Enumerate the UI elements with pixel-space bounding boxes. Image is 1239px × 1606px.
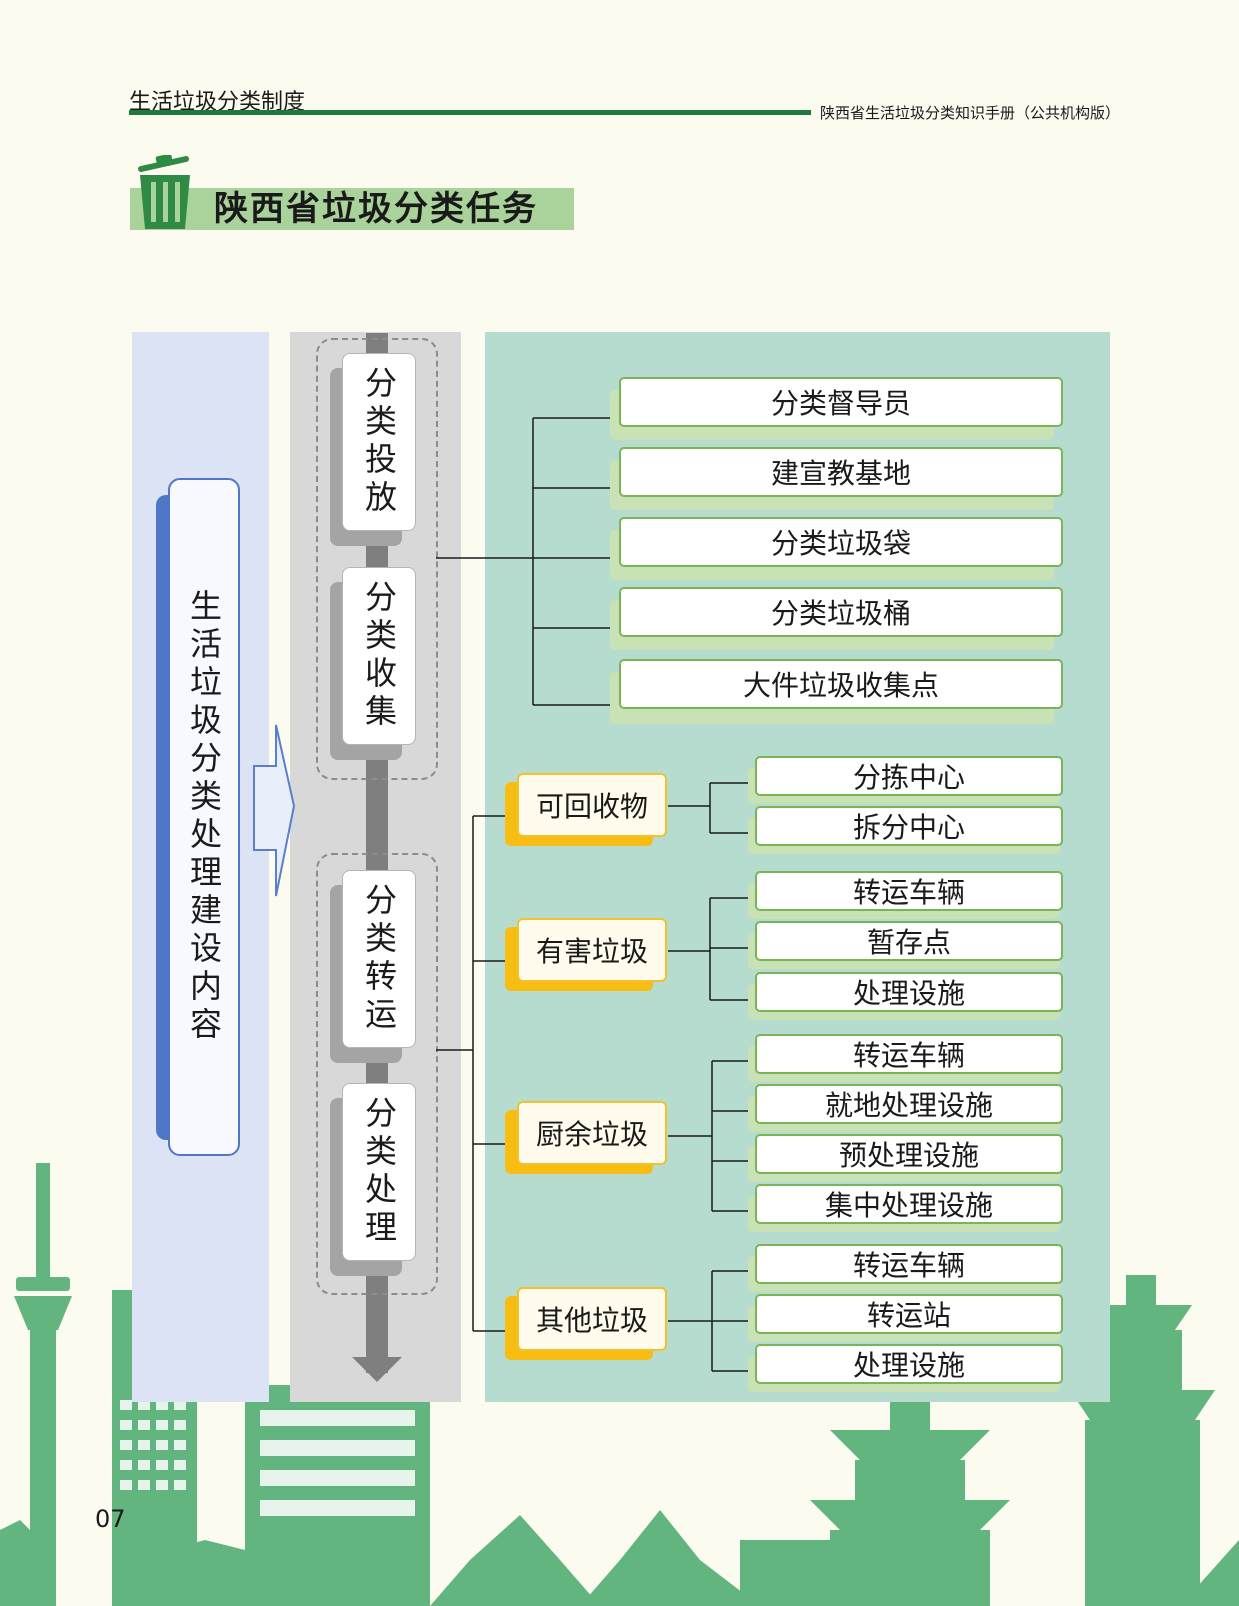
facility-item: 转运车辆	[755, 871, 1063, 911]
stage-sorting-treatment: 分类处理	[342, 1083, 416, 1261]
facility-item: 建宣教基地	[619, 447, 1063, 497]
title-band	[130, 188, 574, 230]
facility-item: 集中处理设施	[755, 1184, 1063, 1224]
manual-title: 陕西省生活垃圾分类知识手册（公共机构版）	[820, 104, 1121, 122]
content-card: 生活垃圾分类处理建设内容	[168, 478, 240, 1156]
facility-item: 大件垃圾收集点	[619, 659, 1063, 709]
facility-item: 拆分中心	[755, 806, 1063, 846]
trash-bin-icon	[138, 155, 190, 229]
facility-item: 分拣中心	[755, 756, 1063, 796]
header-divider	[129, 110, 811, 115]
stage-sorting-collection: 分类收集	[342, 567, 416, 745]
category-hazardous: 有害垃圾	[517, 918, 667, 982]
facility-item: 暂存点	[755, 921, 1063, 961]
facility-item: 分类垃圾桶	[619, 587, 1063, 637]
stage-label: 分类转运	[360, 883, 398, 1035]
category-kitchen-waste: 厨余垃圾	[517, 1101, 667, 1165]
stage-group-upper	[316, 338, 438, 780]
facility-item: 分类垃圾袋	[619, 517, 1063, 567]
facility-item: 分类督导员	[619, 377, 1063, 427]
facility-item: 转运车辆	[755, 1244, 1063, 1284]
page-title: 陕西省垃圾分类任务	[214, 189, 538, 229]
facility-item: 处理设施	[755, 972, 1063, 1012]
stage-label: 分类收集	[360, 580, 398, 732]
stage-sorting-transfer: 分类转运	[342, 870, 416, 1048]
stage-sorting-disposal: 分类投放	[342, 353, 416, 531]
facility-item: 转运站	[755, 1294, 1063, 1334]
stage-label: 分类投放	[360, 366, 398, 518]
page-number: 07	[95, 1505, 126, 1533]
stage-group-lower	[316, 853, 438, 1295]
content-card-label: 生活垃圾分类处理建设内容	[185, 589, 223, 1045]
facility-item: 预处理设施	[755, 1134, 1063, 1174]
facility-item: 就地处理设施	[755, 1084, 1063, 1124]
category-other-waste: 其他垃圾	[517, 1287, 667, 1351]
facility-item: 转运车辆	[755, 1034, 1063, 1074]
stage-label: 分类处理	[360, 1096, 398, 1248]
category-recyclables: 可回收物	[517, 773, 667, 837]
facility-item: 处理设施	[755, 1344, 1063, 1384]
